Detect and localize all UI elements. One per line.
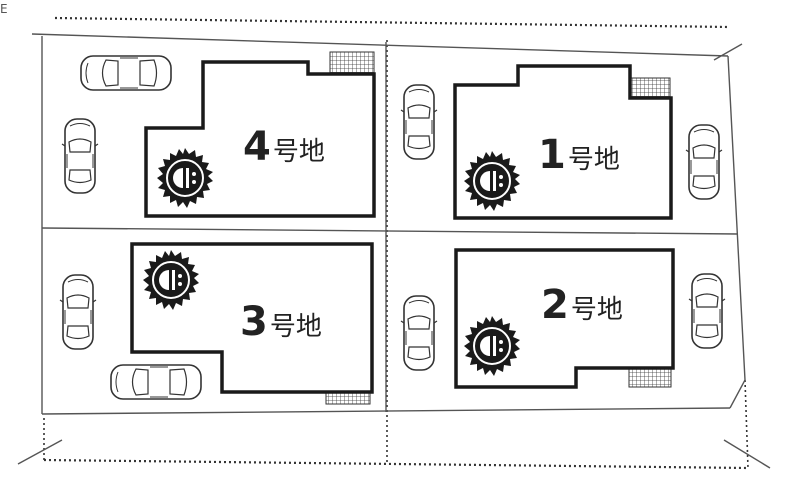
- lot-4-car-side: [61, 118, 99, 194]
- lot-3-car-bottom: [110, 364, 202, 400]
- property-lines: [17, 33, 771, 469]
- lot-4-car-top: [80, 55, 172, 91]
- lot-3-car-side: [59, 274, 97, 350]
- road-boundary: [43, 16, 749, 470]
- lot-3-label: 3号地: [240, 299, 322, 345]
- lot-2: 2号地: [400, 248, 726, 389]
- lot-4-tile-pad: [329, 51, 375, 75]
- lot-2-car-right: [688, 273, 726, 349]
- lot-3: 3号地: [59, 242, 374, 405]
- lot-4-label: 4号地: [243, 124, 325, 170]
- lot-4: 4号地: [61, 51, 376, 218]
- lot-1-car-left: [400, 84, 438, 160]
- lot-2-tile-pad: [628, 366, 672, 388]
- lot-1: 1号地: [400, 64, 723, 220]
- lot-1-car-right: [685, 124, 723, 200]
- corner-mark: E: [0, 2, 8, 16]
- lot-2-label: 2号地: [541, 282, 623, 328]
- lot-1-label: 1号地: [538, 132, 620, 178]
- lot-2-car-left: [400, 295, 438, 371]
